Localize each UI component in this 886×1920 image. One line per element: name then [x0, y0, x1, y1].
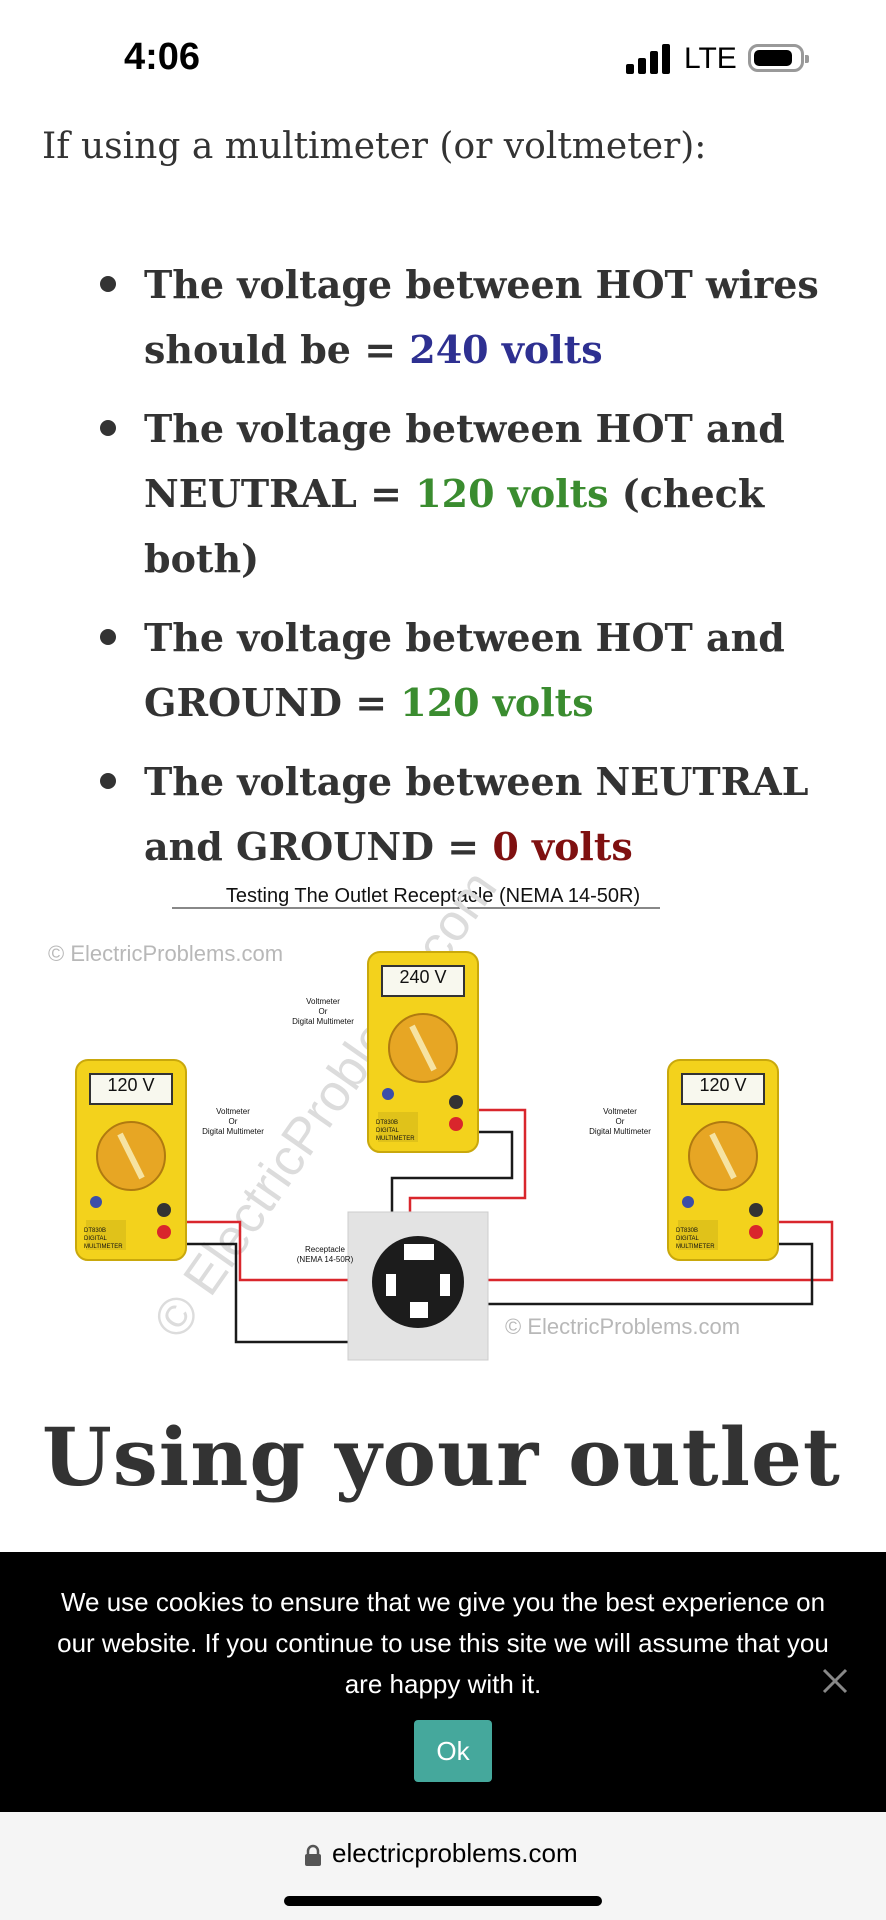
status-bar: 4:06 LTE — [0, 0, 886, 110]
meter-brand: DIGITAL — [676, 1236, 700, 1242]
voltage-value: 120 volts — [400, 680, 594, 725]
watermark: © ElectricProblems.com — [505, 1314, 740, 1339]
meter-caption: Voltmeter — [216, 1107, 250, 1116]
meter-brand: DIGITAL — [376, 1128, 400, 1134]
diagram-title: Testing The Outlet Receptacle (NEMA 14-5… — [226, 885, 640, 907]
meter-reading: 120 V — [699, 1075, 746, 1095]
lock-icon — [305, 1844, 321, 1866]
status-time: 4:06 — [124, 36, 201, 78]
item-suffix: (check both) — [144, 471, 765, 581]
meter-brand: MULTIMETER — [84, 1244, 123, 1250]
section-heading: Using your outlet — [42, 1410, 841, 1504]
intro-text: If using a multimeter (or voltmeter): — [42, 126, 707, 167]
item-text: The voltage between HOT wires should be … — [144, 262, 819, 372]
receptacle-label: (NEMA 14-50R) — [297, 1255, 354, 1264]
voltage-value: 0 volts — [492, 824, 633, 869]
item-text: The voltage between HOT and NEUTRAL = — [144, 406, 785, 516]
network-type: LTE — [684, 42, 737, 75]
meter-caption: Digital Multimeter — [589, 1127, 651, 1136]
outlet-testing-diagram: Testing The Outlet Receptacle (NEMA 14-5… — [48, 872, 834, 1361]
meter-brand: DT830B — [84, 1228, 106, 1234]
receptacle — [347, 1211, 489, 1361]
browser-url-bar[interactable]: electricproblems.com — [0, 1812, 886, 1920]
home-indicator[interactable] — [284, 1896, 602, 1906]
meter-caption: Voltmeter — [603, 1107, 637, 1116]
item-text: The voltage between NEUTRAL and GROUND = — [144, 759, 809, 869]
ok-button[interactable]: Ok — [414, 1720, 492, 1782]
voltage-value: 240 volts — [409, 327, 603, 372]
meter-brand: DIGITAL — [84, 1236, 108, 1242]
meter-caption: Or — [319, 1007, 328, 1016]
meter-brand: DT830B — [376, 1120, 398, 1126]
meter-caption: Digital Multimeter — [202, 1127, 264, 1136]
list-item: The voltage between NEUTRAL and GROUND =… — [100, 749, 860, 879]
meter-reading: 240 V — [399, 967, 446, 987]
list-item: The voltage between HOT wires should be … — [100, 252, 860, 382]
cookie-banner: We use cookies to ensure that we give yo… — [0, 1552, 886, 1812]
voltage-value: 120 volts — [415, 471, 609, 516]
meter-brand: DT830B — [676, 1228, 698, 1234]
voltage-list: The voltage between HOT wires should be … — [100, 252, 860, 893]
meter-caption: Or — [616, 1117, 625, 1126]
signal-icon — [626, 44, 672, 74]
meter-brand: MULTIMETER — [676, 1244, 715, 1250]
list-item: The voltage between HOT and GROUND = 120… — [100, 605, 860, 735]
list-item: The voltage between HOT and NEUTRAL = 12… — [100, 396, 860, 591]
close-icon[interactable] — [820, 1666, 850, 1696]
battery-icon — [748, 44, 809, 72]
meter-caption: Digital Multimeter — [292, 1017, 354, 1026]
watermark: © ElectricProblems.com — [48, 941, 283, 966]
meter-brand: MULTIMETER — [376, 1136, 415, 1142]
url-text: electricproblems.com — [332, 1838, 578, 1868]
cookie-message: We use cookies to ensure that we give yo… — [57, 1587, 829, 1699]
meter-reading: 120 V — [107, 1075, 154, 1095]
receptacle-label: Receptacle — [305, 1245, 346, 1254]
item-text: The voltage between HOT and GROUND = — [144, 615, 785, 725]
meter-caption: Voltmeter — [306, 997, 340, 1006]
meter-caption: Or — [229, 1117, 238, 1126]
